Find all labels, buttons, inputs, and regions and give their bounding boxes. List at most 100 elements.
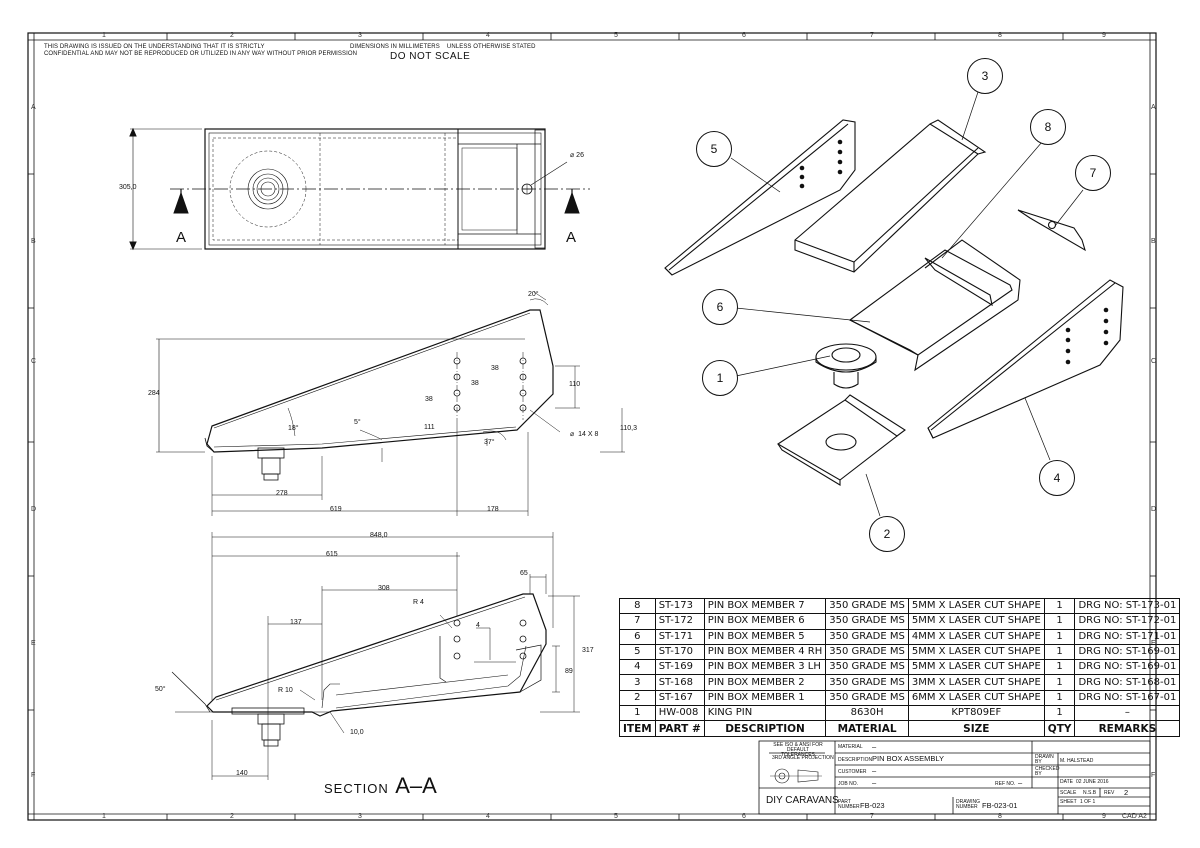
grid-col-3: 3	[358, 32, 362, 39]
title-block-lines	[758, 740, 1151, 815]
bom-size: KPT809EF	[907, 705, 1045, 722]
bom-header-item: ITEM	[619, 720, 656, 737]
grid-row-c-right: C	[1151, 358, 1157, 365]
dim-305: 305,0	[119, 184, 137, 191]
bom-qty: 1	[1043, 705, 1076, 722]
section-holes	[453, 619, 527, 660]
balloon-2: 2	[869, 516, 905, 552]
bom-size: 5MM X LASER CUT SHAPE	[907, 643, 1045, 661]
grid-col-4-bottom: 4	[486, 813, 490, 820]
grid-row-a: A	[31, 104, 36, 111]
tb-rev-value: 2	[1124, 788, 1129, 797]
tb-material-label: MATERIAL	[838, 744, 863, 750]
dim-angle-20: 20°	[528, 291, 539, 298]
section-mark-right: A	[566, 229, 577, 246]
bom-qty: 1	[1043, 659, 1076, 676]
bom-remarks: DRG NO: ST-168-01	[1074, 674, 1181, 691]
bom-header-qty: QTY	[1043, 720, 1076, 737]
bom-row: 3 ST-168 PIN BOX MEMBER 2 350 GRADE MS 3…	[619, 674, 1181, 691]
bom-header-part: PART #	[654, 720, 705, 737]
confidentiality-note: THIS DRAWING IS ISSUED ON THE UNDERSTAND…	[44, 44, 357, 58]
dim-38-a: 38	[491, 365, 499, 372]
bom-material: 350 GRADE MS	[825, 643, 909, 661]
bom-material: 350 GRADE MS	[825, 597, 909, 615]
dim-140: 140	[236, 770, 248, 777]
bom-part: ST-168	[654, 674, 705, 691]
grid-row-d-right: D	[1151, 506, 1157, 513]
bom-size: 3MM X LASER CUT SHAPE	[907, 674, 1045, 691]
dim-317: 317	[582, 647, 594, 654]
dim-hole-dia-value: 26	[576, 152, 584, 159]
bom-description: PIN BOX MEMBER 7	[703, 597, 827, 615]
plan-view	[129, 127, 590, 251]
dim-111: 111	[424, 424, 435, 431]
balloon-7: 7	[1075, 155, 1111, 191]
tb-job-value: –	[872, 778, 877, 787]
bom-description: PIN BOX MEMBER 6	[703, 613, 827, 630]
bom-header-size: SIZE	[907, 720, 1045, 737]
bom-remarks: DRG NO: ST-172-01	[1074, 613, 1181, 630]
bom-qty: 1	[1043, 613, 1076, 630]
dim-65: 65	[520, 570, 528, 577]
bom-part: ST-171	[654, 628, 705, 645]
bom-qty: 1	[1043, 643, 1076, 661]
dim-angle-18: 18°	[288, 425, 299, 432]
grid-col-2: 2	[230, 32, 234, 39]
bom-row: 2 ST-167 PIN BOX MEMBER 1 350 GRADE MS 6…	[619, 689, 1181, 707]
bom-remarks: DRG NO: ST-171-01	[1074, 628, 1181, 645]
grid-row-b: B	[31, 238, 36, 245]
tb-date-value: 02 JUNE 2016	[1076, 779, 1109, 785]
bom-header-remarks: REMARKS	[1074, 720, 1181, 737]
bom-part: ST-169	[654, 659, 705, 676]
bom-size: 4MM X LASER CUT SHAPE	[907, 628, 1045, 645]
section-mark-left: A	[176, 229, 187, 246]
section-label: SECTION A–A	[324, 773, 437, 799]
tb-date-label: DATE	[1060, 779, 1073, 785]
grid-row-b-right: B	[1151, 238, 1156, 245]
bom-qty: 1	[1043, 628, 1076, 645]
bom-description: PIN BOX MEMBER 5	[703, 628, 827, 645]
tb-cad-label: CAD A2	[1122, 813, 1147, 820]
dim-110-3: 110,3	[620, 425, 637, 432]
bom-part: ST-172	[654, 613, 705, 630]
dim-holes-value: 14 X 8	[578, 431, 599, 438]
balloon-6: 6	[702, 289, 738, 325]
bom-item: 1	[619, 705, 656, 722]
bom-description: PIN BOX MEMBER 1	[703, 689, 827, 707]
grid-row-e: E	[31, 640, 36, 647]
grid-col-6-bottom: 6	[742, 813, 746, 820]
bom-material: 350 GRADE MS	[825, 659, 909, 676]
bom-item: 8	[619, 597, 656, 615]
tb-part-number-label: PART NUMBER	[838, 799, 860, 810]
dim-278: 278	[276, 490, 288, 497]
bom-description: PIN BOX MEMBER 2	[703, 674, 827, 691]
section-label-word: SECTION	[324, 781, 389, 796]
bom-description: PIN BOX MEMBER 3 LH	[703, 659, 827, 676]
dim-10: 10,0	[350, 729, 364, 736]
tb-sheet-value: 1 OF 1	[1080, 799, 1096, 805]
section-a-a	[171, 532, 580, 780]
confidentiality-line-2: CONFIDENTIAL AND MAY NOT BE REPRODUCED O…	[44, 51, 358, 57]
tb-ref-label: REF NO.	[995, 781, 1016, 787]
bom-part: HW-008	[654, 705, 705, 722]
dim-284: 284	[148, 390, 160, 397]
tb-ref-value: –	[1018, 778, 1023, 787]
grid-col-8-bottom: 8	[998, 813, 1002, 820]
tb-part-number-value: FB-023	[860, 801, 885, 810]
bom-header-row: ITEM PART # DESCRIPTION MATERIAL SIZE QT…	[619, 720, 1181, 737]
bom-size: 5MM X LASER CUT SHAPE	[907, 597, 1045, 615]
bom-material: 350 GRADE MS	[825, 689, 909, 707]
balloon-4: 4	[1039, 460, 1075, 496]
grid-col-8: 8	[998, 32, 1002, 39]
bom-row: 4 ST-169 PIN BOX MEMBER 3 LH 350 GRADE M…	[619, 659, 1181, 676]
bill-of-materials: 8 ST-173 PIN BOX MEMBER 7 350 GRADE MS 5…	[619, 597, 1181, 737]
tb-tolerance-note: SEE ISO & ANSI FOR DEFAULT TOLERANCES	[773, 742, 823, 758]
bom-item: 2	[619, 689, 656, 707]
dim-38-b: 38	[471, 380, 479, 387]
grid-row-c: C	[31, 358, 37, 365]
grid-col-3-bottom: 3	[358, 813, 362, 820]
bom-qty: 1	[1043, 674, 1076, 691]
tb-drawn-value: M. HALSTEAD	[1060, 758, 1094, 764]
bom-part: ST-167	[654, 689, 705, 707]
bom-header-description: DESCRIPTION	[703, 720, 827, 737]
